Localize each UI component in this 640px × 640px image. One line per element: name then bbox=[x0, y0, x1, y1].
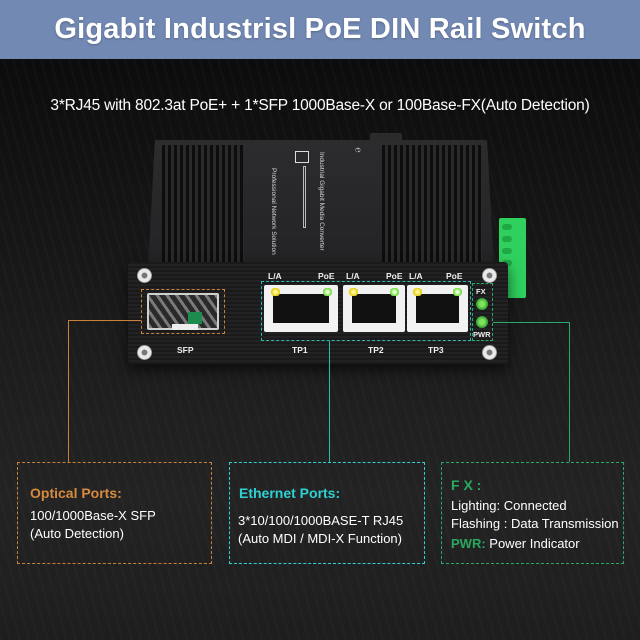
screw-icon bbox=[482, 268, 497, 283]
sfp-port-label: SFP bbox=[177, 345, 194, 355]
rj45-port-tp2[interactable] bbox=[343, 285, 405, 332]
tp2-label: TP2 bbox=[368, 345, 384, 355]
rj45-port-tp1[interactable] bbox=[264, 285, 338, 332]
rj45-port-tp3[interactable] bbox=[407, 285, 468, 332]
pwr-indicator-text: PWR: Power Indicator bbox=[451, 536, 580, 551]
din-rail-clip bbox=[370, 133, 402, 143]
tp1-poe-label: PoE bbox=[318, 271, 335, 281]
heatsink-fins-right bbox=[382, 145, 482, 263]
page-title: Gigabit Industrisl PoE DIN Rail Switch bbox=[54, 13, 586, 45]
tp1-label: TP1 bbox=[292, 345, 308, 355]
fx-led-icon bbox=[476, 298, 488, 310]
screw-icon bbox=[137, 345, 152, 360]
ethernet-ports-title: Ethernet Ports: bbox=[239, 485, 341, 501]
sfp-latch bbox=[172, 324, 198, 330]
fx-lighting-text: Lighting: Connected bbox=[451, 498, 567, 513]
optical-ports-info-box: Optical Ports: 100/1000Base-X SFP (Auto … bbox=[17, 462, 212, 564]
ethernet-connector-line bbox=[329, 341, 330, 462]
screw-icon bbox=[482, 345, 497, 360]
poe-led-icon bbox=[453, 288, 462, 296]
tp3-poe-label: PoE bbox=[446, 271, 463, 281]
pwr-title: PWR: bbox=[451, 536, 486, 551]
fx-led-title: F X : bbox=[451, 477, 482, 493]
la-led-icon bbox=[349, 288, 358, 296]
title-banner: Gigabit Industrisl PoE DIN Rail Switch bbox=[0, 0, 640, 59]
brand-logo-icon: ℮ bbox=[353, 147, 364, 153]
pwr-description: Power Indicator bbox=[485, 536, 580, 551]
optical-ports-title: Optical Ports: bbox=[30, 485, 122, 501]
product-subtitle: 3*RJ45 with 802.3at PoE+ + 1*SFP 1000Bas… bbox=[50, 97, 590, 114]
ethernet-port-icon bbox=[295, 151, 309, 163]
tp3-label: TP3 bbox=[428, 345, 444, 355]
status-connector-line bbox=[569, 322, 570, 462]
la-led-icon bbox=[271, 288, 280, 296]
sfp-module-pcb bbox=[188, 312, 202, 324]
ethernet-ports-spec: 3*10/100/1000BASE-T RJ45 bbox=[238, 513, 404, 528]
optical-connector-line bbox=[68, 320, 141, 321]
tp1-la-label: L/A bbox=[268, 271, 282, 281]
status-leds-info-box: F X : Lighting: Connected Flashing : Dat… bbox=[441, 462, 624, 564]
decorative-slot bbox=[303, 166, 306, 228]
ethernet-highlight-box bbox=[261, 281, 471, 341]
housing-label-1: Industrial Gigabit Media Converter bbox=[318, 152, 325, 251]
tp3-la-label: L/A bbox=[409, 271, 423, 281]
pwr-led-label: PWR bbox=[473, 330, 491, 339]
optical-ports-note: (Auto Detection) bbox=[30, 526, 124, 541]
fx-led-label: FX bbox=[476, 287, 486, 296]
tp2-la-label: L/A bbox=[346, 271, 360, 281]
sfp-port[interactable] bbox=[147, 293, 219, 330]
poe-led-icon bbox=[323, 288, 332, 296]
la-led-icon bbox=[413, 288, 422, 296]
pwr-led-icon bbox=[476, 316, 488, 328]
screw-icon bbox=[137, 268, 152, 283]
ethernet-ports-info-box: Ethernet Ports: 3*10/100/1000BASE-T RJ45… bbox=[229, 462, 425, 564]
sfp-highlight-box bbox=[141, 289, 225, 334]
tp2-poe-label: PoE bbox=[386, 271, 403, 281]
indicator-highlight-box bbox=[472, 283, 493, 341]
housing-label-2: Professional Network Solution bbox=[270, 168, 277, 255]
status-connector-line bbox=[493, 322, 570, 323]
optical-connector-line bbox=[68, 320, 69, 462]
optical-ports-spec: 100/1000Base-X SFP bbox=[30, 508, 156, 523]
fx-flashing-text: Flashing : Data Transmission bbox=[451, 516, 619, 531]
ethernet-ports-note: (Auto MDI / MDI-X Function) bbox=[238, 531, 402, 546]
heatsink-fins-left bbox=[162, 145, 244, 263]
poe-led-icon bbox=[390, 288, 399, 296]
